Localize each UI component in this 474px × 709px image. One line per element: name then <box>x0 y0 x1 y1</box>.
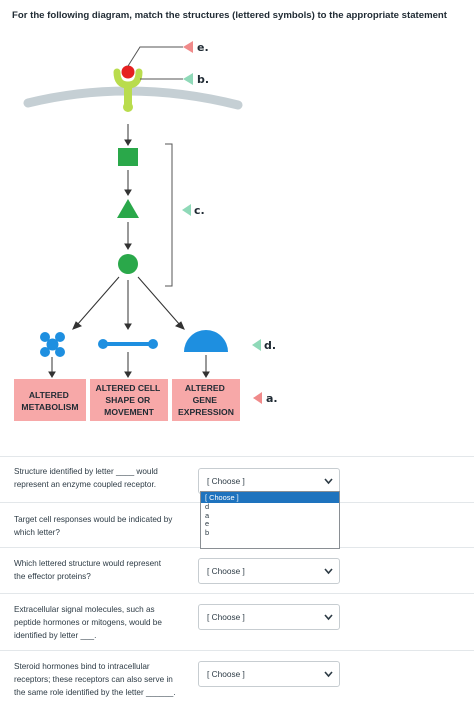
question-row-5: Steroid hormones bind to intracellular r… <box>0 650 474 709</box>
answer-select-5[interactable]: [ Choose ] <box>198 661 340 687</box>
label-arrow-d <box>252 339 261 351</box>
signaling-diagram: e. b. c. d. ALTERED METABOLIS <box>14 41 278 421</box>
dropdown-option-d[interactable]: d <box>205 502 210 511</box>
question-text-2: Target cell responses would be indicated… <box>14 515 173 537</box>
label-c: c. <box>194 204 205 217</box>
label-arrow-a <box>253 392 262 404</box>
chevron-down-icon <box>324 478 333 485</box>
relay-protein-square-icon <box>118 148 138 166</box>
response-box-gene-text: ALTERED GENE EXPRESSION <box>178 383 234 417</box>
cell-membrane <box>23 86 243 110</box>
question-text-5: Steroid hormones bind to intracellular r… <box>14 662 176 697</box>
relay-bracket <box>165 143 173 287</box>
effector-protein-x-icon <box>40 332 65 357</box>
dropdown-option-b[interactable]: b <box>205 527 210 537</box>
answer-select-4[interactable]: [ Choose ] <box>198 604 340 630</box>
label-arrow-c <box>182 204 191 216</box>
label-a: a. <box>266 392 278 405</box>
response-box-metabolism-text: ALTERED METABOLISM <box>21 390 78 412</box>
label-line-e <box>127 46 183 67</box>
response-box-metabolism <box>14 379 86 421</box>
label-d: d. <box>264 339 276 352</box>
dropdown-option-a[interactable]: a <box>205 510 210 520</box>
receptor-icon <box>113 68 143 112</box>
question-text-1: Structure identified by letter ____ woul… <box>14 467 158 489</box>
question-text-3: Which lettered structure would represent… <box>14 559 161 581</box>
question-row-4: Extracellular signal molecules, such as … <box>0 593 474 651</box>
effector-protein-dumbbell-icon <box>98 339 158 349</box>
label-arrow-b <box>183 73 193 85</box>
relay-protein-triangle-icon <box>117 199 139 218</box>
question-row-1: Structure identified by letter ____ woul… <box>0 456 474 503</box>
label-e: e. <box>197 41 209 54</box>
answer-dropdown-list-2[interactable]: [ Choose ] d a e b <box>200 491 340 549</box>
response-box-shape <box>90 379 168 421</box>
label-arrow-e <box>183 41 193 53</box>
instruction-text: For the following diagram, match the str… <box>12 10 447 21</box>
effector-protein-dome-icon <box>184 330 228 352</box>
chevron-down-icon <box>324 671 333 678</box>
response-box-shape-text: ALTERED CELL SHAPE OR MOVEMENT <box>95 383 162 417</box>
chevron-down-icon <box>324 568 333 575</box>
answer-select-3[interactable]: [ Choose ] <box>198 558 340 584</box>
dropdown-option-e[interactable]: e <box>205 519 210 529</box>
ligand-icon <box>121 65 135 79</box>
answer-select-1[interactable]: [ Choose ] <box>198 468 340 494</box>
relay-protein-circle-icon <box>118 254 138 274</box>
response-box-gene <box>172 379 240 421</box>
label-b: b. <box>197 73 209 86</box>
question-row-3: Which lettered structure would represent… <box>0 547 474 594</box>
chevron-down-icon <box>324 614 333 621</box>
question-text-4: Extracellular signal molecules, such as … <box>14 605 162 640</box>
dropdown-option-choose[interactable]: [ Choose ] <box>201 492 339 503</box>
